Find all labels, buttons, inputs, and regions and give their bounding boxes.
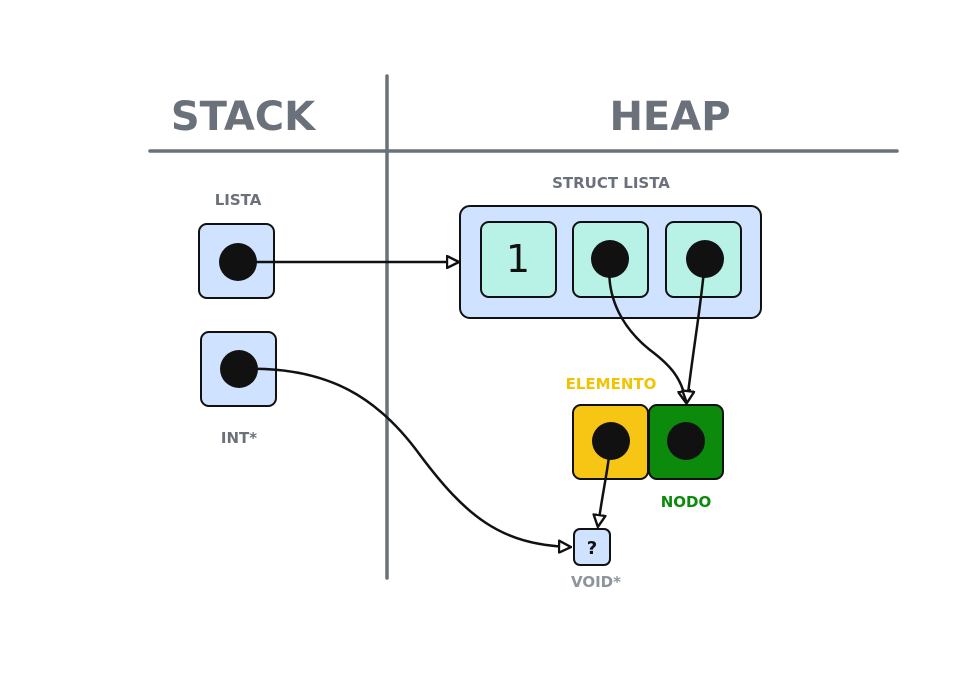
- nodo-label: NODO: [661, 493, 712, 511]
- lista-label: LISTA: [215, 191, 262, 209]
- nodo-pointer-dot-icon: [667, 422, 705, 460]
- elemento-to-void-arrow: [598, 440, 613, 526]
- struct-pointer-1-to-nodo-arrow: [607, 258, 686, 402]
- struct-cell-value-text: 1: [506, 237, 530, 281]
- heap-header: HEAP: [609, 94, 730, 140]
- int-pointer-label: INT*: [221, 429, 257, 447]
- nodo-box: [648, 404, 724, 480]
- struct-cell-value: 1: [480, 221, 557, 298]
- void-pointer-box: ?: [573, 528, 611, 566]
- elemento-label: ELEMENTO: [566, 375, 657, 393]
- void-pointer-label: VOID*: [571, 573, 621, 591]
- stack-header: STACK: [171, 94, 317, 140]
- struct-pointer-2-to-nodo-arrow: [687, 258, 707, 402]
- int-to-void-arrow: [238, 367, 570, 547]
- void-pointer-value: ?: [587, 538, 597, 559]
- struct-lista-label: STRUCT LISTA: [552, 174, 670, 192]
